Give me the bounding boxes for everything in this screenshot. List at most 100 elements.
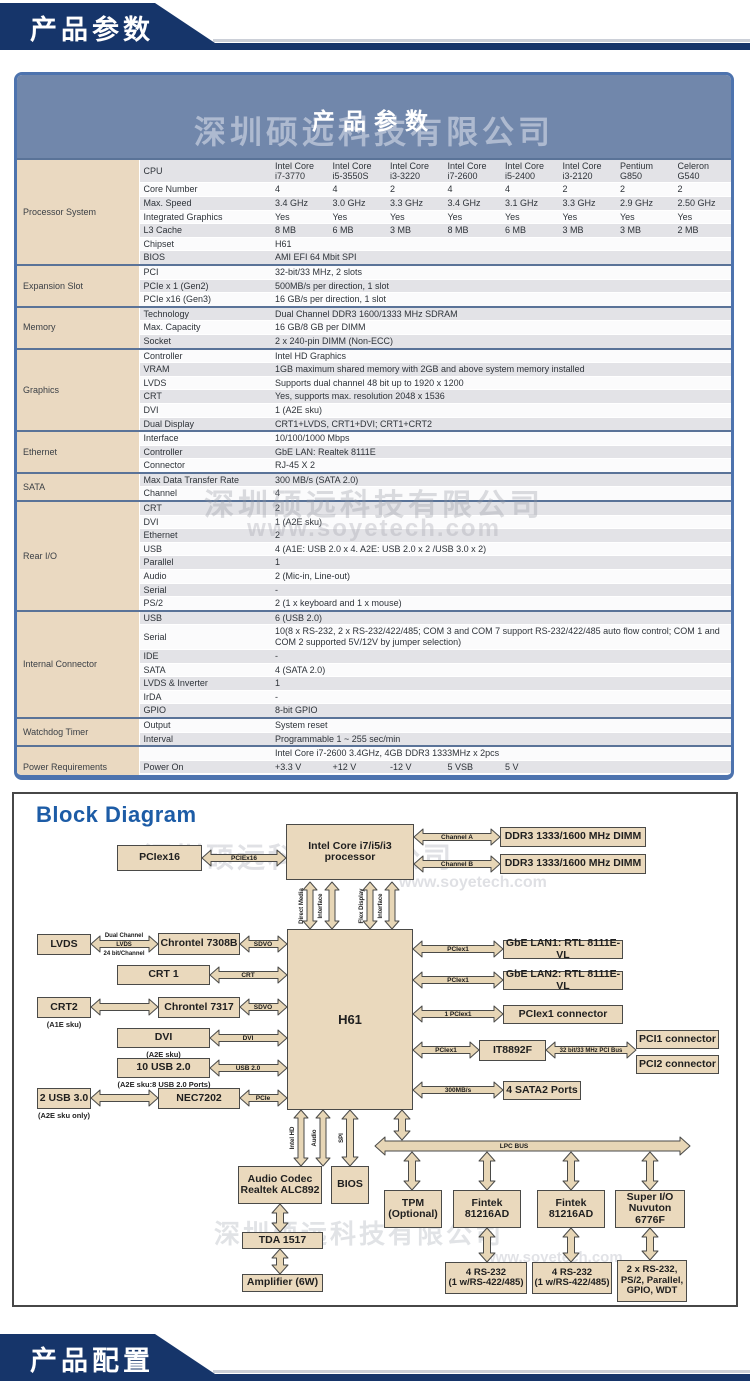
spec-value-cell: Supports dual channel 48 bit up to 1920 … [271, 375, 731, 390]
spec-value-cell: 4 (SATA 2.0) [271, 662, 731, 677]
spec-label-cell: CRT [139, 389, 271, 404]
spec-label-cell: Chipset [139, 236, 271, 251]
spec-label-cell: PCI [139, 263, 271, 280]
spec-value-cell: 6 MB [501, 223, 559, 238]
spec-value-cell: 6 (USB 2.0) [271, 609, 731, 625]
spec-value-cell: GbE LAN: Realtek 8111E [271, 444, 731, 459]
svg-text:Audio: Audio [312, 1129, 318, 1146]
box-gbe-lan1: GbE LAN1: RTL 8111E-VL [503, 937, 623, 960]
spec-value-cell [673, 759, 731, 774]
spec-value-cell: 2 x 240-pin DIMM (Non-ECC) [271, 333, 731, 349]
spec-label-cell: L3 Cache [139, 223, 271, 238]
spec-value-cell: 2 [271, 500, 731, 516]
spec-value-cell: 1 (A2E sku) [271, 402, 731, 417]
spec-label-cell: Interface [139, 430, 271, 446]
spec-value-cell: - [271, 582, 731, 597]
spec-label-cell: PCIe x16 (Gen3) [139, 292, 271, 307]
svg-text:PCIex1: PCIex1 [447, 977, 469, 984]
spec-label-cell: Audio [139, 569, 271, 584]
box-fintek-2: Fintek 81216AD [537, 1190, 605, 1228]
svg-text:Channel B: Channel B [441, 861, 473, 868]
spec-value-cell: 1.05 A [271, 773, 329, 775]
spec-label-cell: Interval [139, 731, 271, 747]
spec-value-cell: 2 [271, 528, 731, 543]
spec-value-cell: 3.3 GHz [386, 196, 444, 211]
spec-label-cell: CRT [139, 500, 271, 516]
spec-value-cell: 2 MB [673, 223, 731, 238]
spec-label-cell: Integrated Graphics [139, 209, 271, 224]
spec-value-cell: 16 GB/8 GB per DIMM [271, 320, 731, 335]
note-dvi: (A2E sku) [146, 1050, 181, 1059]
spec-value-cell [616, 759, 674, 774]
category-cell: Watchdog Timer [17, 716, 140, 747]
box-chrontel-7317: Chrontel 7317 [158, 997, 240, 1018]
box-rs232-b: 4 RS-232 (1 w/RS-422/485) [532, 1262, 612, 1294]
spec-label-cell: Connector [139, 458, 271, 473]
spec-value-cell: Intel Core i7-2600 [443, 158, 501, 183]
box-amplifier: Amplifier (6W) [242, 1274, 323, 1292]
note-usb3: (A2E sku only) [37, 1111, 91, 1120]
spec-value-cell: Intel HD Graphics [271, 347, 731, 363]
box-10-usb-2-0: 10 USB 2.0 [117, 1058, 210, 1078]
spec-value-cell: Celeron G540 [673, 158, 731, 183]
spec-value-cell: 2 (Mic-in, Line-out) [271, 569, 731, 584]
table-row: IDE- [17, 649, 731, 664]
spec-value-cell: 16 GB/s per direction, 1 slot [271, 292, 731, 307]
spec-value-cell: Programmable 1 ~ 255 sec/min [271, 731, 731, 747]
svg-text:PCIex1: PCIex1 [435, 1047, 457, 1054]
spec-value-cell: 300 MB/s (SATA 2.0) [271, 471, 731, 487]
spec-label-cell: Core Number [139, 182, 271, 197]
spec-value-cell: 32-bit/33 MHz, 2 slots [271, 263, 731, 280]
spec-value-cell: Intel Core i3-2120 [558, 158, 616, 183]
box-audio-codec: Audio Codec Realtek ALC892 [238, 1166, 322, 1204]
note-crt2: (A1E sku) [46, 1020, 82, 1029]
spec-label-cell: Channel [139, 486, 271, 502]
spec-value-cell: 10/100/1000 Mbps [271, 430, 731, 446]
top-banner-accent-line [213, 39, 750, 42]
box-dvi: DVI [117, 1028, 210, 1048]
spec-value-cell: 2.50 GHz [673, 196, 731, 211]
svg-text:SDVO: SDVO [254, 941, 272, 948]
box-tpm: TPM (Optional) [384, 1190, 442, 1228]
box-pci2-connector: PCI2 connector [636, 1055, 719, 1074]
spec-value-cell: 2.9 GHz [616, 196, 674, 211]
spec-label-cell: SATA [139, 662, 271, 677]
box-pciex1-connector: PCIex1 connector [503, 1005, 623, 1024]
spec-value-cell: System reset [271, 716, 731, 733]
bottom-banner-title: 产品配置 [30, 1346, 154, 1376]
spec-value-cell: - [271, 689, 731, 704]
box-lvds: LVDS [37, 934, 91, 955]
spec-label-cell: Max Data Transfer Rate [139, 471, 271, 487]
svg-text:USB 2.0: USB 2.0 [236, 1065, 261, 1072]
spec-label-cell: Max. Speed [139, 196, 271, 211]
spec-value-cell: +12 V [328, 759, 386, 774]
spec-value-cell: - [271, 649, 731, 664]
spec-value-cell: +3.3 V [271, 759, 329, 774]
spec-value-cell: 1 [271, 676, 731, 691]
block-diagram-title: Block Diagram [36, 802, 197, 827]
box-it8892f: IT8892F [479, 1040, 546, 1061]
svg-text:Dual Channel: Dual Channel [105, 933, 144, 939]
spec-label-cell: Socket [139, 333, 271, 349]
spec-value-cell: Dual Channel DDR3 1600/1333 MHz SDRAM [271, 305, 731, 321]
svg-text:Direct Media: Direct Media [299, 888, 305, 924]
spec-label-cell: DVI [139, 402, 271, 417]
